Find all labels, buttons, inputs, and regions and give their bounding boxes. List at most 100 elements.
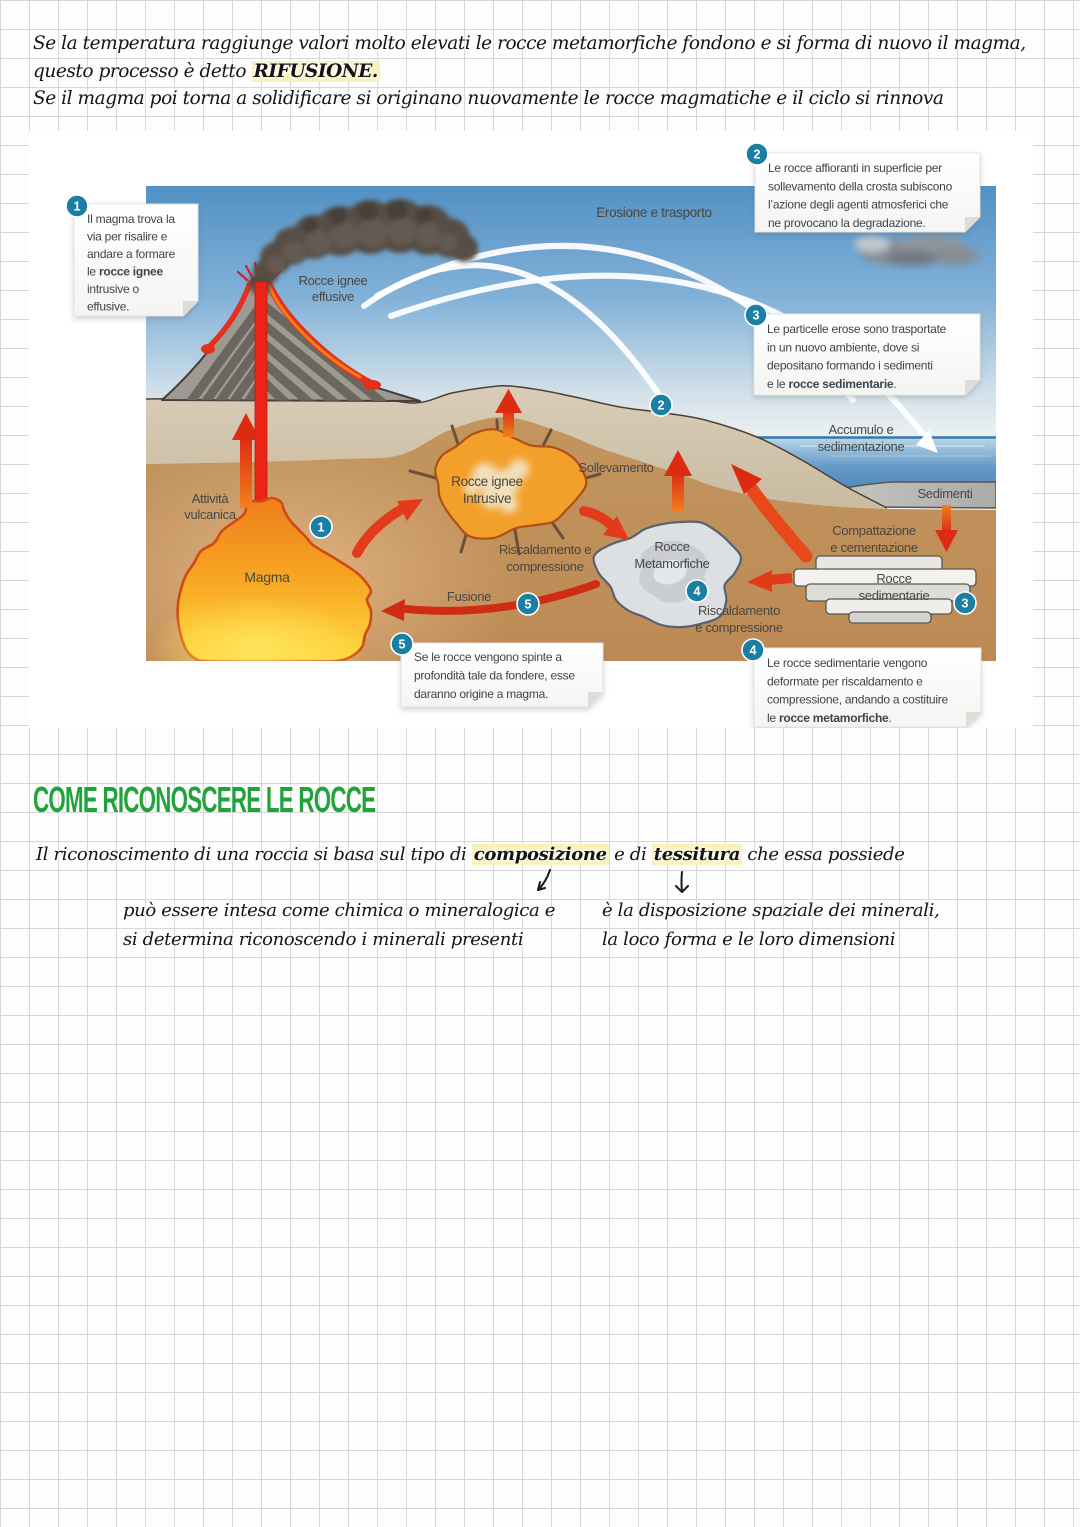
- arrow-magma-to-intrusive: [352, 504, 407, 558]
- label-rocce-metamorfiche-1: Rocce: [654, 539, 689, 554]
- label-magma: Magma: [244, 569, 290, 585]
- smoke-plume: [249, 199, 478, 296]
- intrusive-rocks: [408, 418, 602, 556]
- callout-3-badge: [744, 303, 768, 327]
- label-rocce-effusive-1: Rocce ignee: [299, 273, 368, 288]
- arrow-intrusive-to-metamorphic: [579, 506, 616, 530]
- top-notes-line-3: Se il magma poi torna a solidificare si …: [33, 88, 944, 109]
- callout-3-badge-number: 3: [753, 309, 760, 323]
- label-riscaldamento2-2: e compressione: [695, 620, 783, 635]
- top-notes-line-1: Se la temperatura raggiunge valori molto…: [33, 33, 1026, 54]
- callout-4-line-2: deformate per riscaldamento e: [767, 674, 923, 688]
- callout-5-line-2: profondità tale da fondere, esse: [414, 669, 575, 683]
- label-riscaldamento2-1: Riscaldamento: [698, 603, 780, 618]
- label-rocce-sedimentarie-1: Rocce: [876, 571, 911, 586]
- callout-4-line-3: compressione, andando a costituire: [767, 693, 949, 707]
- callout-3-line-2: in un nuovo ambiente, dove si: [767, 340, 919, 354]
- callout-5-line-1: Se le rocce vengono spinte a: [414, 650, 562, 664]
- magma-conduit: [254, 281, 268, 511]
- callout-2-line-3: l’azione degli agenti atmosferici che: [768, 198, 949, 212]
- badge-step-4-number: 4: [694, 585, 701, 599]
- magma-chamber: [148, 496, 373, 661]
- top-notes: Se la temperatura raggiunge valori molto…: [33, 30, 1026, 113]
- label-riscaldamento1-1: Riscaldamento e: [499, 542, 591, 557]
- arrow-sedimentary-uplift: [744, 481, 813, 563]
- label-compattazione-1: Compattazione: [832, 523, 916, 538]
- label-fusione: Fusione: [447, 589, 491, 604]
- callout-1: 1 Il magma trova la via per risalire e a…: [65, 194, 199, 317]
- surface-layer: [146, 385, 887, 509]
- cycle-step-badges: 1 2 3 4 5: [309, 393, 977, 616]
- label-riscaldamento1-2: compressione: [506, 559, 583, 574]
- sedimentary-rocks: [793, 555, 977, 624]
- composizione-note-line-2: si determina riconoscendo i minerali pre…: [123, 929, 524, 950]
- label-rocce-effusive-2: effusive: [312, 289, 354, 304]
- callout-2-line-2: sollevamento della crosta subiscono: [768, 179, 953, 193]
- tessitura-arrow-icon: [675, 871, 689, 893]
- callout-5-badge-number: 5: [399, 638, 406, 652]
- rock-cycle-figure: Erosione e trasporto Rocce ignee effusiv…: [29, 131, 1033, 728]
- label-sollevamento: Sollevamento: [578, 460, 653, 475]
- callout-1-badge: [65, 194, 89, 218]
- tessitura-note-line-1: è la disposizione spaziale dei minerali,: [602, 900, 940, 921]
- top-notes-line-2: questo processo è detto RIFUSIONE.: [33, 60, 380, 82]
- section-heading: COME RICONOSCERE LE ROCCE: [33, 779, 376, 820]
- illustration-labels: Erosione e trasporto Rocce ignee effusiv…: [184, 205, 973, 635]
- badge-step-4: 4: [685, 579, 709, 603]
- composizione-arrow-icon: [537, 869, 551, 891]
- callout-1-badge-number: 1: [74, 200, 81, 214]
- callout-5-line-3: daranno origine a magma.: [414, 687, 548, 701]
- arrow-uplift-right: [672, 472, 684, 512]
- label-attivita-1: Attività: [192, 491, 230, 506]
- label-sedimenti: Sedimenti: [917, 486, 973, 501]
- callout-4-badge: [741, 638, 765, 662]
- tessitura-note: è la disposizione spaziale dei minerali,…: [602, 896, 940, 954]
- callout-1-text: Il magma trova la via per risalire e and…: [87, 212, 176, 314]
- badge-step-1-number: 1: [318, 521, 325, 535]
- callout-4-badge-number: 4: [750, 644, 757, 658]
- cloud: [854, 235, 979, 266]
- callout-3-line-4: e le rocce sedimentarie.: [767, 377, 896, 391]
- callout-1-line-3: andare a formare: [87, 247, 176, 261]
- arrow-uplift-left: [503, 409, 514, 437]
- callout-5-badge: [390, 632, 414, 656]
- callout-1-line-1: Il magma trova la: [87, 212, 175, 226]
- label-rocce-intrusive-2: Intrusive: [463, 491, 511, 506]
- callout-2-line-1: Le rocce affioranti in superficie per: [768, 161, 942, 175]
- callout-3-text: Le particelle erose sono trasportate in …: [767, 322, 947, 391]
- illustration: Erosione e trasporto Rocce ignee effusiv…: [146, 186, 996, 661]
- label-attivita-2: vulcanica: [184, 507, 237, 522]
- callout-4-line-4: le rocce metamorfiche.: [767, 711, 892, 725]
- cycle-arrows: [232, 389, 958, 621]
- badge-step-1: 1: [309, 515, 333, 539]
- section-intro: Il riconoscimento di una roccia si basa …: [36, 844, 905, 865]
- callout-4-text: Le rocce sedimentarie vengono deformate …: [767, 656, 949, 725]
- arrow-volcanic-up: [240, 436, 252, 508]
- callout-1-line-2: via per risalire e: [87, 230, 168, 244]
- callout-2-badge: [745, 142, 769, 166]
- callout-2-badge-number: 2: [754, 148, 761, 162]
- badge-step-5: 5: [516, 592, 540, 616]
- callout-5-text: Se le rocce vengono spinte a profondità …: [414, 650, 576, 701]
- label-rocce-sedimentarie-2: sedimentarie: [859, 588, 930, 603]
- callout-2-line-4: ne provocano la degradazione.: [768, 216, 926, 230]
- callout-1-line-5: intrusive o: [87, 282, 140, 296]
- arrow-fusion: [402, 580, 600, 615]
- composizione-note-line-1: può essere intesa come chimica o mineral…: [123, 900, 556, 921]
- label-rocce-metamorfiche-2: Metamorfiche: [634, 556, 709, 571]
- arrow-sediments-down: [942, 505, 951, 533]
- callout-3-line-3: depositano formando i sedimenti: [767, 359, 933, 373]
- callout-1-line-4: le rocce ignee: [87, 265, 163, 279]
- callout-3-line-1: Le particelle erose sono trasportate: [767, 322, 947, 336]
- label-erosione: Erosione e trasporto: [596, 205, 712, 220]
- erosion-arrowhead: [916, 430, 938, 453]
- label-accumulo-2: sedimentazione: [818, 439, 905, 454]
- badge-step-5-number: 5: [525, 598, 532, 612]
- rock-cycle-diagram: Erosione e trasporto Rocce ignee effusiv…: [65, 142, 996, 728]
- callout-2-text: Le rocce affioranti in superficie per so…: [768, 161, 953, 230]
- callout-3: 3 Le particelle erose sono trasportate i…: [744, 303, 981, 396]
- callout-4: 4 Le rocce sedimentarie vengono deformat…: [741, 638, 982, 728]
- callout-4-line-1: Le rocce sedimentarie vengono: [767, 656, 928, 670]
- label-compattazione-2: e cementazione: [830, 540, 918, 555]
